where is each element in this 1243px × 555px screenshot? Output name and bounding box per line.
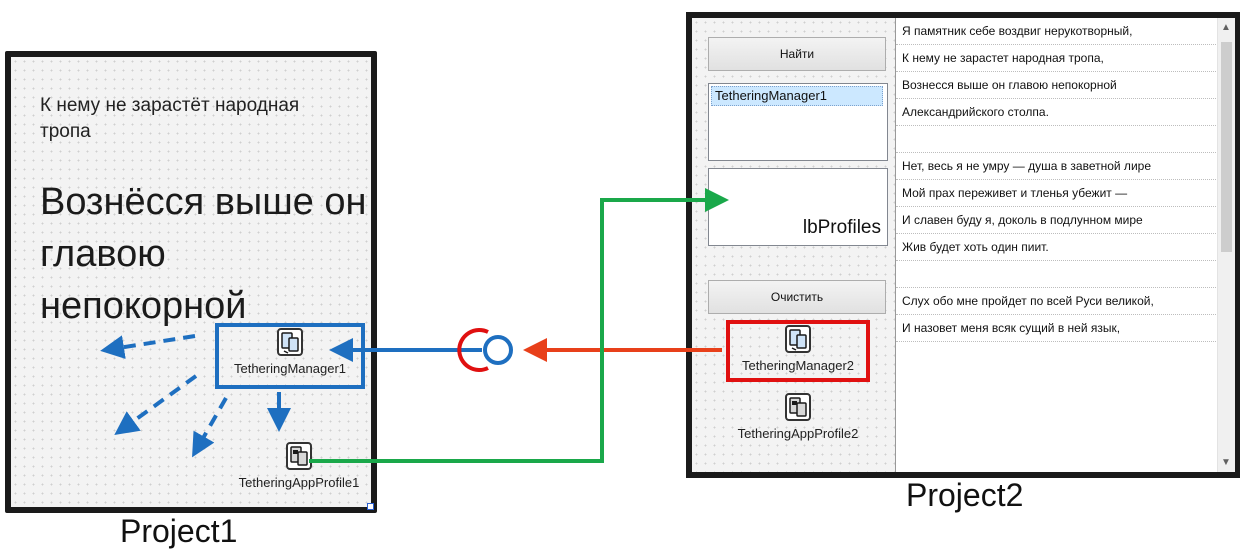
memo-line: Слух обо мне пройдет по всей Руси велико… — [896, 288, 1218, 315]
tethering-app-profile-icon — [785, 393, 811, 421]
memo-line: К нему не зарастет народная тропа, — [896, 45, 1218, 72]
memo-line: Я памятник себе воздвиг нерукотворный, — [896, 18, 1218, 45]
tethering-app-profile-icon — [286, 442, 312, 470]
tethering-app-profile2-component[interactable]: TetheringAppProfile2 — [718, 392, 878, 441]
memo-line: И назовет меня всяк сущий в ней язык, — [896, 315, 1218, 342]
project2-left-panel: Найти TetheringManager1 lbProfiles Очист… — [692, 18, 895, 472]
tethering-app-profile1-label: TetheringAppProfile1 — [238, 475, 360, 490]
memo-line: Александрийского столпа. — [896, 99, 1218, 126]
dashed-arrow-down-left — [114, 374, 198, 436]
memo-line: Мой прах переживет и тленья убежит — — [896, 180, 1218, 207]
memo-line — [896, 261, 1218, 288]
managers-listbox[interactable]: TetheringManager1 — [708, 83, 888, 161]
memo-line: Нет, весь я не умру — душа в заветной ли… — [896, 153, 1218, 180]
tethering-manager-icon — [277, 328, 303, 356]
find-button[interactable]: Найти — [708, 37, 886, 71]
project1-form: К нему не зарастёт народная тропа Вознёс… — [5, 51, 377, 513]
scroll-up-icon[interactable]: ▲ — [1221, 22, 1231, 33]
tethering-app-profile2-label: TetheringAppProfile2 — [737, 426, 859, 441]
dashed-arrow-down — [192, 397, 228, 458]
memo-line — [896, 126, 1218, 153]
tethering-manager1-highlight — [215, 323, 365, 389]
project2-form: Найти TetheringManager1 lbProfiles Очист… — [686, 12, 1240, 478]
socket-cup — [457, 328, 489, 372]
socket-icon — [483, 335, 513, 365]
project1-caption: Project1 — [120, 513, 238, 549]
resize-handle[interactable] — [367, 503, 374, 510]
project1-label-small: К нему не зарастёт народная тропа — [40, 95, 300, 142]
scrollbar-thumb[interactable] — [1221, 42, 1232, 252]
profiles-listbox-name: lbProfiles — [802, 217, 881, 238]
memo-line: Вознесся выше он главою непокорной — [896, 72, 1218, 99]
memo-line: И славен буду я, доколь в подлунном мире — [896, 207, 1218, 234]
memo-lines: Я памятник себе воздвиг нерукотворный, К… — [896, 18, 1235, 342]
tethering-manager2-component[interactable]: TetheringManager2 — [726, 324, 870, 373]
scroll-down-icon[interactable]: ▼ — [1221, 457, 1231, 468]
dashed-arrow-left — [100, 334, 196, 359]
managers-list-item[interactable]: TetheringManager1 — [711, 86, 883, 106]
project2-caption: Project2 — [906, 477, 1024, 513]
tethering-manager2-label: TetheringManager2 — [741, 358, 855, 373]
tethering-manager1-component[interactable]: TetheringManager1 — [215, 327, 365, 376]
memo-scrollbar[interactable]: ▲ ▼ — [1217, 18, 1235, 472]
tethering-manager2-highlight — [726, 320, 870, 382]
clear-button[interactable]: Очистить — [708, 280, 886, 314]
tethering-manager1-label: TetheringManager1 — [233, 361, 347, 376]
poem-memo[interactable]: Я памятник себе воздвиг нерукотворный, К… — [895, 18, 1235, 472]
green-link-arrow — [309, 188, 729, 463]
memo-line: Жив будет хоть один пиит. — [896, 234, 1218, 261]
profiles-listbox[interactable]: lbProfiles — [708, 168, 888, 246]
tethering-manager-icon — [785, 325, 811, 353]
tethering-app-profile1-component[interactable]: TetheringAppProfile1 — [229, 441, 369, 490]
project1-label-big: Вознёсся выше он главою непокорной — [40, 181, 367, 327]
